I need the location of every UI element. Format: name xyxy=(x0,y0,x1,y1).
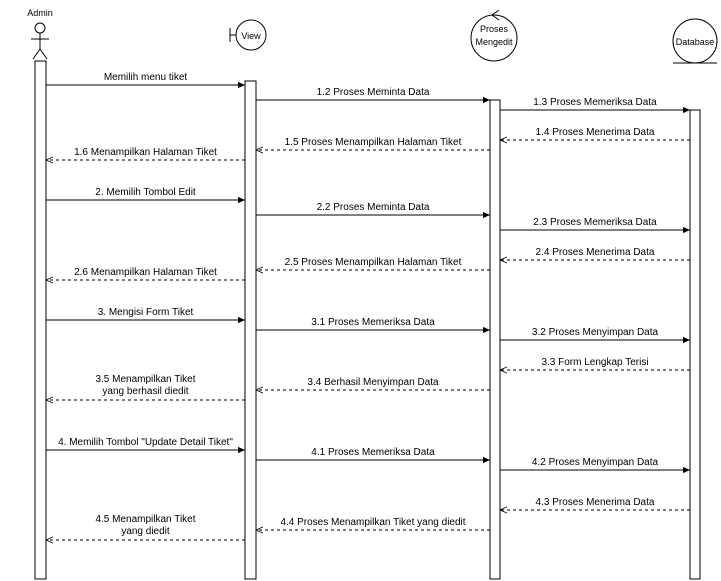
message-m-4-3: 4.3 Proses Menerima Data xyxy=(500,497,690,510)
message-m-4-4: 4.4 Proses Menampilkan Tiket yang diedit xyxy=(256,517,490,530)
boundary-icon xyxy=(229,19,267,51)
message-m-1-6: 1.6 Menampilkan Halaman Tiket xyxy=(46,147,245,160)
message-label: 4.2 Proses Menyimpan Data xyxy=(532,457,659,468)
boundary-view-label: View xyxy=(241,31,261,41)
control-label-line1: Proses xyxy=(480,24,509,34)
message-label-line2: yang diedit xyxy=(121,526,170,537)
message-label: 2.2 Proses Meminta Data xyxy=(317,202,430,213)
message-m-menu: Memilih menu tiket xyxy=(46,72,245,89)
message-m-3-1: 3.1 Proses Memeriksa Data xyxy=(256,317,490,334)
message-label: 3.4 Berhasil Menyimpan Data xyxy=(307,377,439,388)
actor-admin: Admin xyxy=(27,8,53,60)
message-label: 3. Mengisi Form Tiket xyxy=(98,307,194,318)
messages: Memilih menu tiket 1.2 Proses Meminta Dat… xyxy=(46,72,690,540)
message-label: 2.6 Menampilkan Halaman Tiket xyxy=(74,267,217,278)
message-label: 1.5 Proses Menampilkan Halaman Tiket xyxy=(285,137,462,148)
activation-proses xyxy=(489,99,501,580)
message-m-3-3: 3.3 Form Lengkap Terisi xyxy=(500,357,690,370)
message-label: 2.5 Proses Menampilkan Halaman Tiket xyxy=(285,257,462,268)
message-m-1-2: 1.2 Proses Meminta Data xyxy=(256,87,490,104)
message-label: 1.4 Proses Menerima Data xyxy=(536,127,655,138)
message-m-2-6: 2.6 Menampilkan Halaman Tiket xyxy=(46,267,245,280)
entity-database: Database xyxy=(672,18,718,64)
message-m-2-5: 2.5 Proses Menampilkan Halaman Tiket xyxy=(256,257,490,270)
message-label: 2. Memilih Tombol Edit xyxy=(95,187,196,198)
message-label: 4.4 Proses Menampilkan Tiket yang diedit xyxy=(280,517,465,528)
message-m-1-4: 1.4 Proses Menerima Data xyxy=(500,127,690,140)
control-proses-mengedit: Proses Mengedit xyxy=(470,9,518,62)
message-label: 4. Memilih Tombol "Update Detail Tiket" xyxy=(58,437,233,448)
entity-icon xyxy=(672,18,718,64)
message-label: 2.4 Proses Menerima Data xyxy=(536,247,655,258)
message-label: 4.3 Proses Menerima Data xyxy=(536,497,655,508)
message-m-4: 4. Memilih Tombol "Update Detail Tiket" xyxy=(46,437,245,454)
activation-database xyxy=(689,109,701,580)
stick-figure-icon xyxy=(31,22,49,60)
message-m-2-4: 2.4 Proses Menerima Data xyxy=(500,247,690,260)
message-label: 1.2 Proses Meminta Data xyxy=(317,87,430,98)
actor-admin-label: Admin xyxy=(27,8,53,18)
message-label: 2.3 Proses Memeriksa Data xyxy=(533,217,657,228)
control-icon xyxy=(470,9,518,62)
message-label: 4.1 Proses Memeriksa Data xyxy=(311,447,435,458)
message-m-3-2: 3.2 Proses Menyimpan Data xyxy=(500,327,690,344)
message-label: 1.6 Menampilkan Halaman Tiket xyxy=(74,147,217,158)
message-label: 3.3 Form Lengkap Terisi xyxy=(541,357,648,368)
activation-admin xyxy=(34,60,47,580)
message-label: 4.5 Menampilkan Tiket xyxy=(95,514,195,525)
message-label-line2: yang berhasil diedit xyxy=(102,386,188,397)
control-label-line2: Mengedit xyxy=(475,37,513,47)
message-m-1-3: 1.3 Proses Memeriksa Data xyxy=(500,97,690,114)
message-m-3: 3. Mengisi Form Tiket xyxy=(46,307,245,324)
activation-view xyxy=(244,80,257,580)
boundary-view: View xyxy=(229,19,267,51)
message-m-3-4: 3.4 Berhasil Menyimpan Data xyxy=(256,377,490,390)
message-m-4-2: 4.2 Proses Menyimpan Data xyxy=(500,457,690,474)
message-label: Memilih menu tiket xyxy=(104,72,188,83)
message-m-1-5: 1.5 Proses Menampilkan Halaman Tiket xyxy=(256,137,490,150)
entity-database-label: Database xyxy=(676,37,715,47)
message-m-2: 2. Memilih Tombol Edit xyxy=(46,187,245,204)
message-label: 3.1 Proses Memeriksa Data xyxy=(311,317,435,328)
message-label: 1.3 Proses Memeriksa Data xyxy=(533,97,657,108)
message-m-2-2: 2.2 Proses Meminta Data xyxy=(256,202,490,219)
message-label: 3.2 Proses Menyimpan Data xyxy=(532,327,659,338)
message-label: 3.5 Menampilkan Tiket xyxy=(95,374,195,385)
message-m-2-3: 2.3 Proses Memeriksa Data xyxy=(500,217,690,234)
message-m-4-1: 4.1 Proses Memeriksa Data xyxy=(256,447,490,464)
